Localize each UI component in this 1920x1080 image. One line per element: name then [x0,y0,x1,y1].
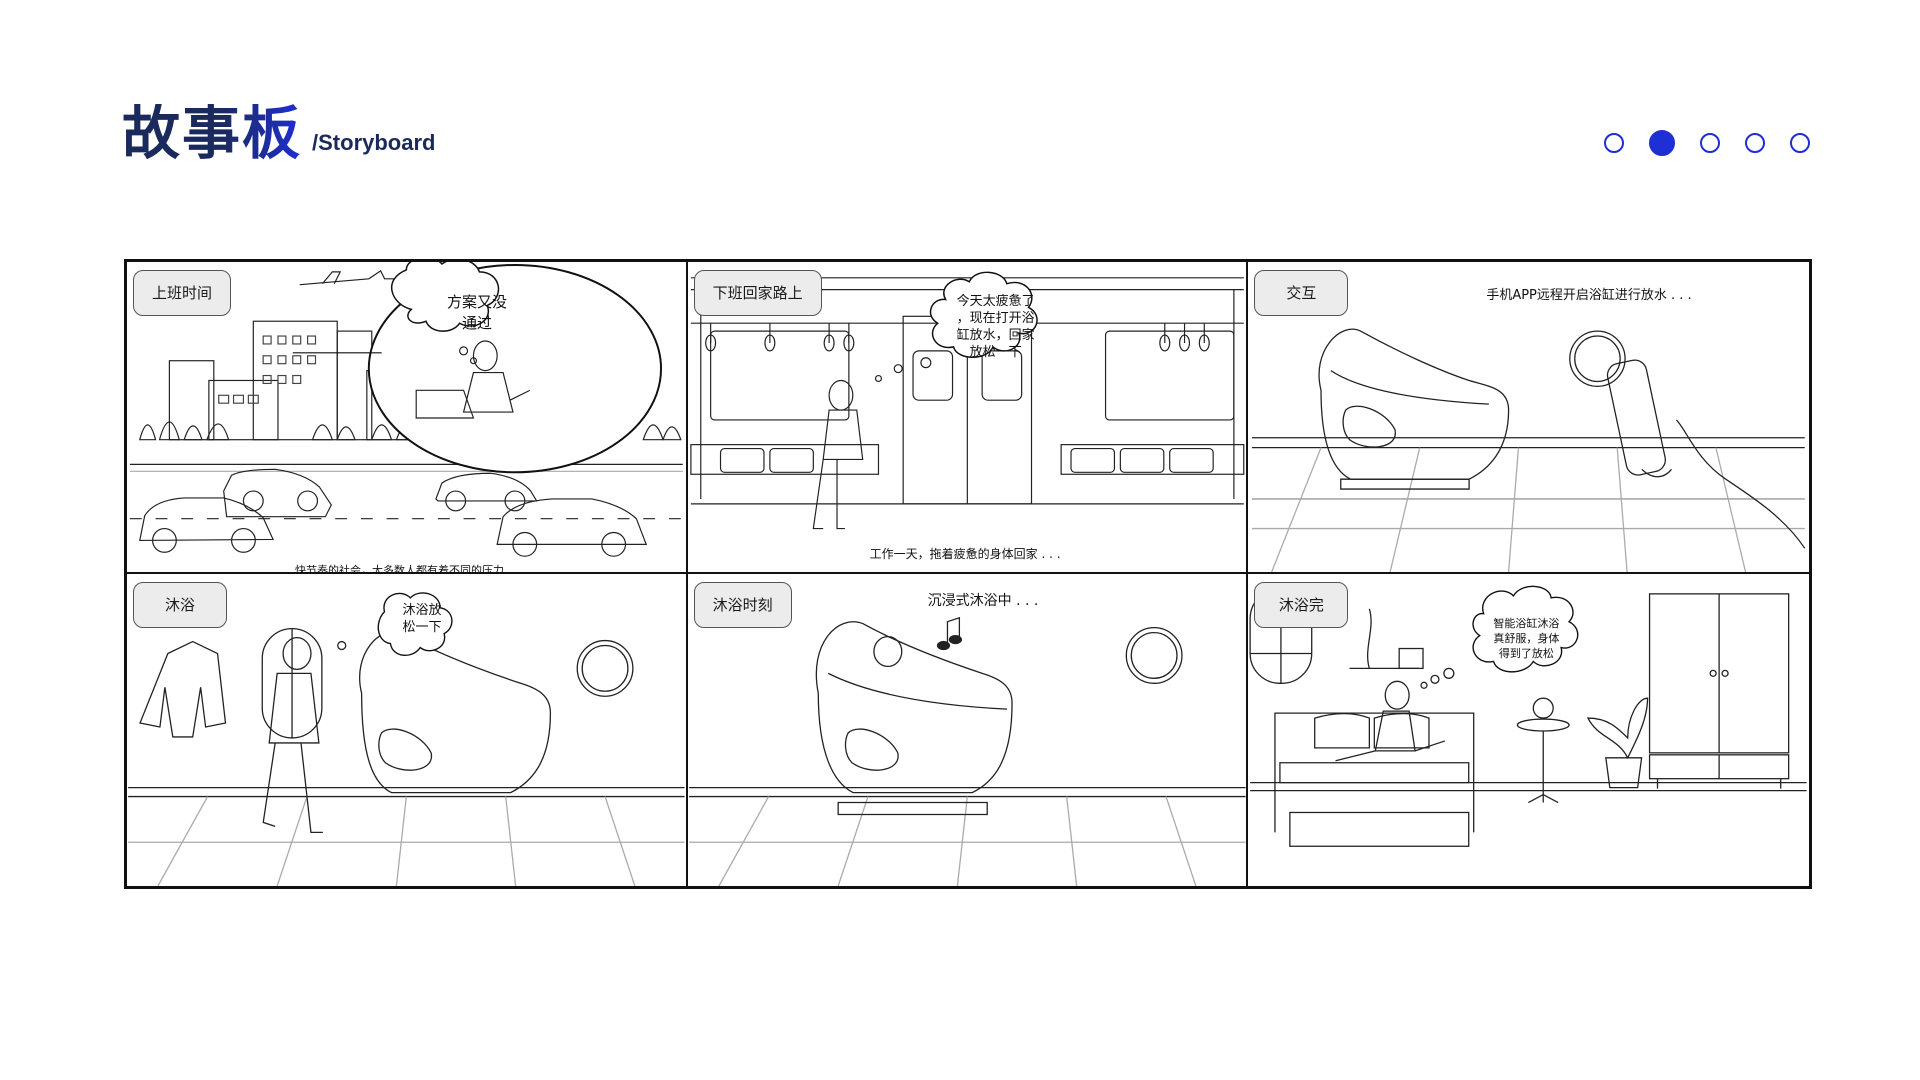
app-remote-bathtub-illustration [1252,328,1806,572]
panel-tag: 沐浴时刻 [693,582,792,628]
panel-after-bath: 沐浴完 智能浴缸沐浴 真舒服，身体 得到了放松 [1248,574,1809,886]
panel-bath-time: 沐浴时刻 沉浸式沐浴中 . . . [687,574,1249,886]
page-header: 故事板 /Storyboard [122,104,435,162]
panel-interaction: 交互 手机APP远程开启浴缸进行放水 . . . [1248,262,1809,574]
panel-tag: 交互 [1254,270,1349,316]
page-title: 故事板 [122,99,303,167]
bedroom-illustration [1249,585,1807,847]
thought-bubble-text: 沐浴放 松一下 [402,603,442,635]
pager-dot-4[interactable] [1745,133,1765,153]
pager-dot-2[interactable] [1649,130,1675,156]
thought-bubble-text: 智能浴缸沐浴 真舒服，身体 得到了放松 [1493,616,1560,660]
storyboard-grid: 上班时间 方案又没 通过 快节奏的社会，大多数人都有着不同的压力 . . . [124,259,1812,889]
thought-bubble-text: 方案又没 通过 [446,293,507,332]
panel-caption: 沉浸式沐浴中 . . . [927,593,1039,609]
panel-caption: 工作一天，拖着疲惫的身体回家 . . . [869,547,1061,561]
bathing-illustration [688,616,1246,886]
subway-illustration [689,271,1245,530]
panel-caption: 快节奏的社会，大多数人都有着不同的压力 . . . [295,564,525,574]
panel-caption: 手机APP远程开启浴缸进行放水 . . . [1486,288,1692,303]
panel-bath: 沐浴 沐浴放 松一下 [127,574,688,886]
slide-pager [1604,130,1810,156]
panel-commute-home: 下班回家路上 今天太疲惫了 ，现在打开浴 缸放水，回家 放松一下 工作一天，拖着… [687,262,1249,574]
panel-tag: 沐浴 [133,582,227,628]
pager-dot-3[interactable] [1700,133,1720,153]
pager-dot-5[interactable] [1790,133,1810,153]
panel-tag: 上班时间 [133,270,232,316]
thought-bubble-text: 今天太疲惫了 ，现在打开浴 缸放水，回家 放松一下 [956,294,1035,360]
panel-work-time: 上班时间 方案又没 通过 快节奏的社会，大多数人都有着不同的压力 . . . [127,262,688,574]
pager-dot-1[interactable] [1604,133,1624,153]
page-subtitle: /Storyboard [312,130,436,155]
office-street-illustration [129,262,683,557]
bathroom-illustration [128,592,685,886]
panel-tag: 沐浴完 [1254,582,1349,628]
panel-tag: 下班回家路上 [693,270,822,316]
